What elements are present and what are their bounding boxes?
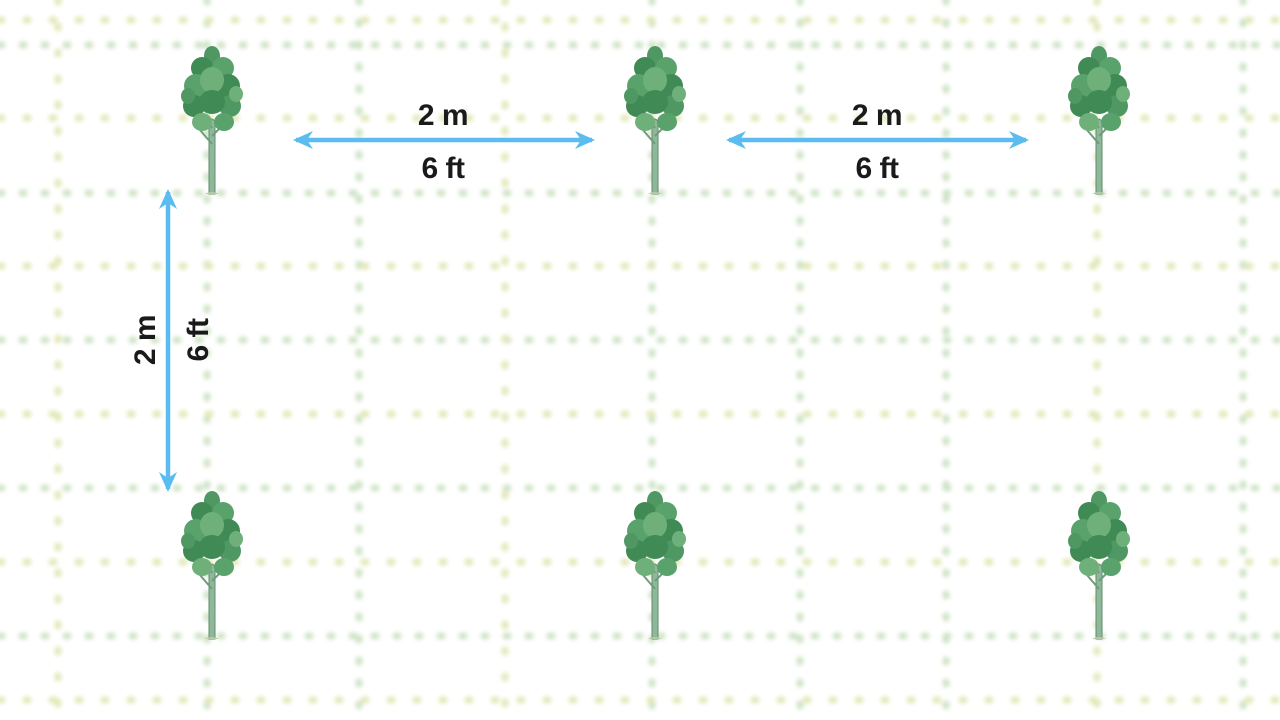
- spacing-arrows: [159, 131, 1029, 492]
- tree-icon-top-middle: [623, 45, 687, 195]
- spacing-labels: 2 m 6 ft 2 m 6 ft 2 m 6 ft: [129, 99, 903, 365]
- tree-icon-top-left: [180, 45, 244, 195]
- spacing-label-imperial-vertical: 6 ft: [182, 318, 215, 362]
- tree-icon-bottom-right: [1067, 490, 1131, 640]
- grid-horizontal-lines: [0, 41, 1280, 640]
- tree-icon-bottom-middle: [623, 490, 687, 640]
- spacing-label-metric-left: 2 m: [418, 99, 468, 132]
- grid-faint-horizontal-lines: [0, 16, 1280, 704]
- spacing-label-imperial-right: 6 ft: [856, 152, 900, 185]
- tree-icon-top-right: [1067, 45, 1131, 195]
- spacing-label-imperial-left: 6 ft: [422, 152, 466, 185]
- tree-icon-bottom-left: [180, 490, 244, 640]
- spacing-label-metric-vertical: 2 m: [129, 315, 162, 365]
- spacing-label-metric-right: 2 m: [852, 99, 902, 132]
